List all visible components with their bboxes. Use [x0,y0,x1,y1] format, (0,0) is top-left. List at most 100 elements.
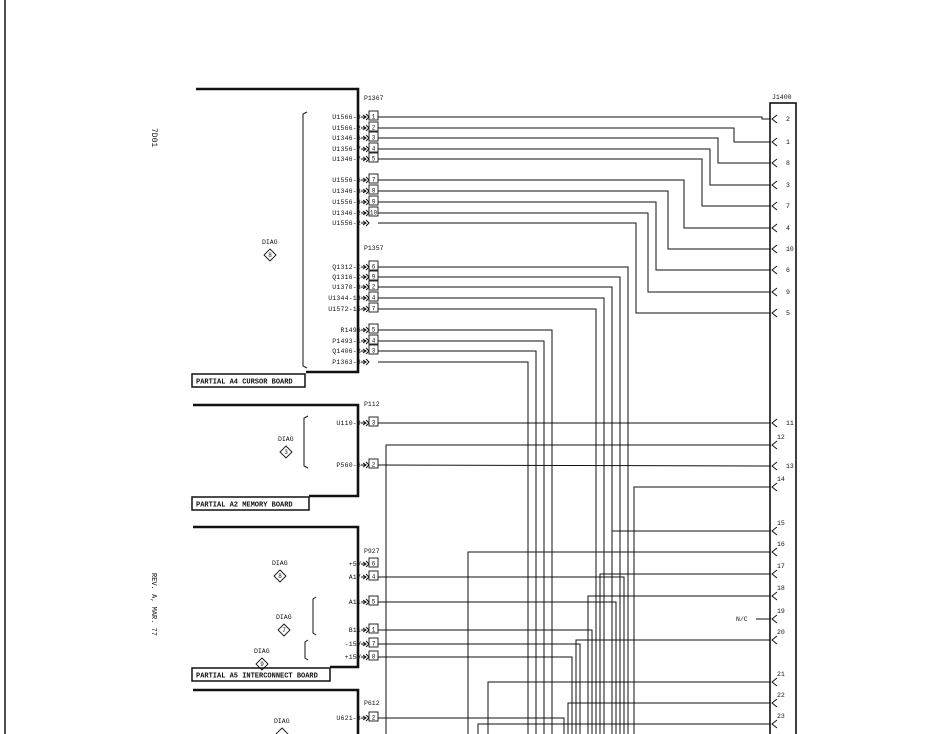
signal-label: P560-6 [336,462,361,469]
arrow-head [362,420,367,426]
arrow-head [362,199,367,205]
j1400-pin-number: 3 [786,182,790,189]
arrow-head [362,359,367,365]
wire [378,361,529,734]
pin-number: 6 [372,561,376,568]
connector-p1367: P1367 [364,95,384,102]
arrow-head [362,146,367,152]
wire [378,340,545,734]
j1400-pin-number: 19 [777,608,785,615]
diag-label: DIAG [254,648,270,655]
pin-box [368,637,379,648]
pin-box [368,184,379,195]
signal-label: -15V [345,641,361,648]
j1400-pin-number: 13 [786,463,794,470]
diag-diamond [275,727,289,734]
j1400-pin-number: 6 [786,267,790,274]
pin-box [368,260,379,271]
pin-number: 3 [372,348,376,355]
wire [378,190,770,250]
bus-wire [487,681,770,734]
pin-number: 4 [372,146,376,153]
pin-box [368,121,379,132]
pin-box [368,173,379,184]
j-chevron [771,308,778,318]
j-chevron [771,461,778,471]
pin-number: 7 [372,177,376,184]
diag-label: DIAG [272,560,288,567]
wire [378,576,625,734]
arrow-head [362,264,367,270]
j-chevron [771,265,778,275]
diag-number: 8 [278,573,282,580]
diag-label: DIAG [274,718,290,725]
signal-label: B11 [349,627,361,634]
pin-number: 9 [372,199,376,206]
wire [378,266,629,734]
pin-box [368,334,379,345]
arrow-head [362,114,367,120]
signal-label: +15V [345,654,361,661]
j1400-pin-number: 14 [777,476,785,483]
bus-wire [567,702,770,734]
wire [378,158,770,207]
board-label-a5: PARTIAL A5 INTERCONNECT BOARD [196,673,318,681]
j-chevron [771,677,778,687]
arrow-head [362,188,367,194]
pin-number: 4 [372,574,376,581]
wire [378,137,770,164]
pin-box [368,206,379,217]
signal-label: U1370-8 [332,284,361,291]
connector-p112: P112 [364,401,380,408]
arrow-head [362,210,367,216]
signal-label: U1556-6 [332,177,361,184]
revision-note: REV. A, MAR. 77 [149,573,157,636]
j-chevron [771,244,778,254]
bus-wire [575,639,770,734]
pin-box [368,458,379,469]
pin-number: 5 [372,327,376,334]
signal-label: U1556-3 [332,199,361,206]
bus-wire [467,551,770,734]
j-chevron [771,698,778,708]
signal-label: U1556-2 [332,220,361,227]
pin-box [368,416,379,427]
arrow-head [362,654,367,660]
pin-number: 9 [372,274,376,281]
j-chevron [771,569,778,579]
wire [378,656,573,734]
j1400-pin-number: 12 [777,434,785,441]
j1400-pin-number: 8 [786,160,790,167]
wire [378,212,770,293]
j1400-pin-number: 17 [777,563,785,570]
connector-p612: P612 [364,700,380,707]
diag-diamond [277,623,291,637]
j1400-pin-number: 15 [777,520,785,527]
signal-label: Q1406-B [332,348,361,355]
bus-wire [385,444,770,734]
board-label-a4: PARTIAL A4 CURSOR BOARD [196,379,293,387]
arrow-head [362,462,367,468]
j1400-pin-number: 5 [786,310,790,317]
j-chevron [771,137,778,147]
bus-wire [611,530,770,734]
j1400-pin-number: 20 [777,629,785,636]
signal-label: U1356-7 [332,146,361,153]
pin-box [368,650,379,661]
wire [378,116,770,120]
j-chevron [771,287,778,297]
connector-p1357: P1357 [364,245,384,252]
arrow-head [362,641,367,647]
diag-number: 9 [260,661,264,668]
signal-label: U621-3 [336,715,361,722]
pin-box [368,344,379,355]
j-chevron [771,201,778,211]
pin-number: 5 [372,599,376,606]
j1400-pin-number: 16 [777,541,785,548]
j-chevron [771,114,778,124]
j-chevron [771,418,778,428]
diag-diamond [273,569,287,583]
nc-label: N/C [736,616,748,623]
pin-box [368,291,379,302]
